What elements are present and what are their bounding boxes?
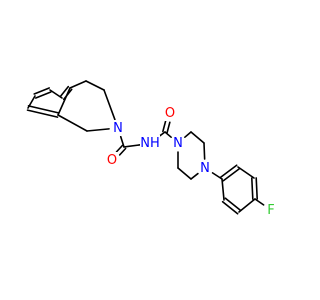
atom-label-background <box>265 202 277 218</box>
single-bond <box>103 89 116 121</box>
double-bond-line-b <box>221 200 239 215</box>
single-bond <box>177 167 192 180</box>
atom-label: O <box>165 106 175 121</box>
single-bond <box>119 135 125 148</box>
atom-label-background <box>164 105 176 121</box>
atom-f1: F <box>265 202 277 218</box>
atom-label: F <box>267 203 274 218</box>
atom-label-background <box>112 120 124 136</box>
atom-label-background <box>140 135 160 151</box>
double-bond-line-a <box>224 197 242 212</box>
atom-label-background <box>172 135 184 151</box>
single-bond <box>211 172 223 180</box>
single-bond <box>164 131 172 138</box>
atom-label: N <box>173 136 183 151</box>
single-bond <box>238 198 256 213</box>
single-bond <box>254 198 265 206</box>
double-bond-line-b <box>118 147 127 156</box>
atom-label: NH <box>140 136 160 151</box>
atom-label-background <box>199 160 211 176</box>
atom-label-background <box>106 152 118 168</box>
double-bond-line-b <box>219 164 238 179</box>
atom-n3: N <box>172 135 184 151</box>
single-bond <box>86 128 110 132</box>
bond-layer <box>26 80 265 215</box>
single-bond <box>237 166 255 179</box>
double-bond-line-b <box>26 109 59 118</box>
atom-o2: O <box>164 105 176 121</box>
single-bond <box>221 178 225 201</box>
double-bond-line-a <box>27 105 60 114</box>
single-bond <box>203 142 206 160</box>
double-bond-line-a <box>35 91 52 99</box>
single-bond <box>57 87 71 116</box>
atom-label: O <box>107 153 117 168</box>
atom-label: N <box>113 121 123 136</box>
double-bond-line-a <box>166 121 171 134</box>
double-bond-line-b <box>255 177 258 200</box>
double-bond-line-a <box>222 167 241 182</box>
double-bond-line-b <box>33 87 50 95</box>
atom-n1: N <box>112 120 124 136</box>
atom-o1: O <box>106 152 118 168</box>
single-bond <box>57 114 88 132</box>
single-bond <box>190 172 199 180</box>
single-bond <box>123 144 140 148</box>
single-bond <box>184 131 192 138</box>
single-bond <box>69 80 87 89</box>
atom-n2: NH <box>140 135 160 151</box>
single-bond <box>190 131 205 144</box>
double-bond-line-b <box>162 120 167 133</box>
atom-label: N <box>200 161 210 176</box>
atom-n4: N <box>199 160 211 176</box>
double-bond-line-b <box>59 85 70 98</box>
single-bond <box>85 80 105 91</box>
double-bond-line-a <box>115 144 124 153</box>
double-bond-line-a <box>251 177 254 200</box>
